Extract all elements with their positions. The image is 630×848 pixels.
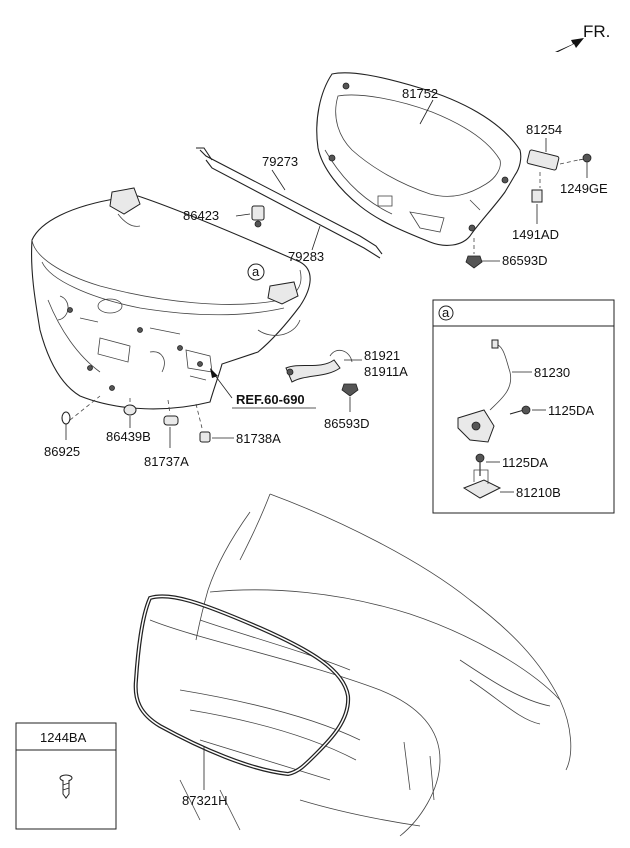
callout-86439B: 86439B (106, 429, 151, 444)
screw-icon (578, 153, 592, 163)
reference-callout: REF.60-690 (210, 368, 316, 409)
latch-bolt-upper: 1125DA (509, 403, 594, 418)
callout-79283: 79283 (288, 249, 324, 264)
callout-86593D-top: 86593D (502, 253, 548, 268)
trunk-latch-81230: 81230 (457, 339, 570, 443)
callout-1125DA-upper: 1125DA (548, 403, 594, 418)
detail-marker-a: a (247, 263, 265, 281)
detail-box-a: a 81230 1125DA 1125DA 81210B (432, 299, 615, 514)
front-arrow-icon (555, 38, 584, 52)
trim-clip-1491AD: 1491AD (512, 172, 559, 242)
screw-icon (59, 774, 73, 799)
callout-81737A: 81737A (144, 454, 189, 469)
front-direction-label: FR. (583, 22, 610, 41)
reference-label: REF.60-690 (236, 392, 305, 407)
latch-bolt-lower: 1125DA (475, 453, 548, 476)
legend-box-title: 1244BA (40, 730, 87, 745)
trunk-latch-actuator: 81921 81911A (285, 348, 408, 383)
lower-clips: 86925 86439B 81737A 81738A (44, 395, 281, 469)
weatherstrip-87321H: 87321H (133, 594, 351, 808)
callout-79273: 79273 (262, 154, 298, 169)
legend-box-1244BA: 1244BA (15, 722, 117, 830)
callout-86423: 86423 (183, 208, 219, 223)
callout-81738A: 81738A (236, 431, 281, 446)
callout-1125DA-lower: 1125DA (502, 455, 548, 470)
trim-fastener-mid: 86593D (324, 383, 370, 431)
detail-marker-a-label: a (252, 264, 260, 279)
trunk-handle-switch: 81254 1249GE (526, 122, 608, 196)
torsion-bars: 79273 79283 (196, 147, 383, 264)
callout-81230: 81230 (534, 365, 570, 380)
lid-bumper-86423: 86423 (183, 205, 265, 228)
trunk-lid-panel (31, 187, 311, 410)
callout-81210B: 81210B (516, 485, 561, 500)
trim-fastener-top: 86593D (465, 238, 548, 269)
front-direction-indicator: FR. (555, 22, 610, 52)
striker-81210B: 81210B (462, 469, 561, 500)
trunk-lid-trim-panel: 81752 (316, 72, 522, 246)
callout-86925: 86925 (44, 444, 80, 459)
detail-box-a-marker: a (442, 305, 450, 320)
callout-1249GE: 1249GE (560, 181, 608, 196)
callout-1491AD: 1491AD (512, 227, 559, 242)
callout-87321H: 87321H (182, 793, 228, 808)
callout-81921: 81921 (364, 348, 400, 363)
callout-81752: 81752 (402, 86, 438, 101)
vehicle-rear-body (149, 493, 572, 837)
callout-86593D-mid: 86593D (324, 416, 370, 431)
callout-81254: 81254 (526, 122, 562, 137)
callout-81911A: 81911A (364, 364, 408, 379)
